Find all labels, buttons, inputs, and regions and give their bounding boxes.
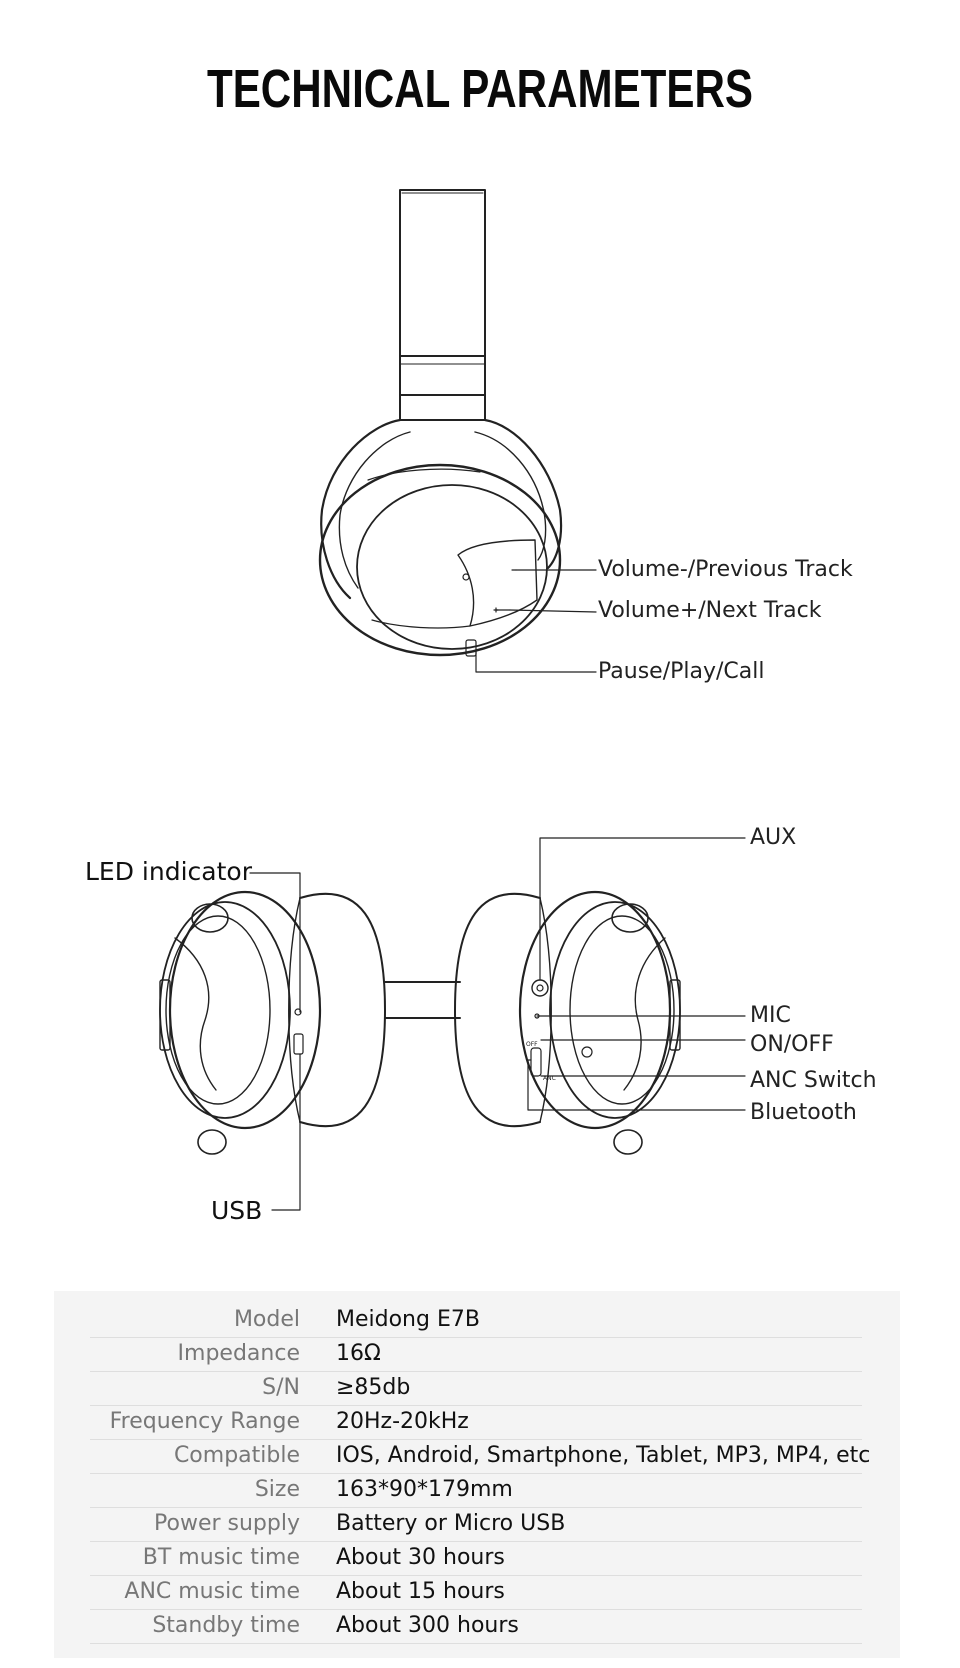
spec-label: Frequency Range bbox=[109, 1409, 300, 1434]
callout-volume-minus: Volume-/Previous Track bbox=[598, 557, 853, 582]
callout-led-indicator: LED indicator bbox=[85, 857, 252, 886]
headphone-side-view bbox=[318, 189, 597, 673]
callout-mic: MIC bbox=[750, 1003, 791, 1028]
callout-bluetooth: Bluetooth bbox=[750, 1100, 857, 1125]
spec-row-anc-time: ANC music time About 15 hours bbox=[90, 1575, 862, 1610]
spec-row-bt-time: BT music time About 30 hours bbox=[90, 1541, 862, 1576]
spec-value: 20Hz-20kHz bbox=[336, 1409, 469, 1434]
spec-value: ≥85db bbox=[336, 1375, 411, 1400]
spec-table: Model Meidong E7B Impedance 16Ω S/N ≥85d… bbox=[54, 1291, 900, 1658]
spec-row-power: Power supply Battery or Micro USB bbox=[90, 1507, 862, 1542]
spec-value: About 15 hours bbox=[336, 1579, 505, 1604]
callout-aux: AUX bbox=[750, 825, 797, 850]
headphone-diagram: OFF ANC bbox=[159, 189, 746, 1211]
spec-label: Size bbox=[254, 1477, 300, 1502]
headphone-front-view bbox=[159, 837, 746, 1211]
spec-row-impedance: Impedance 16Ω bbox=[90, 1337, 862, 1372]
callout-usb: USB bbox=[211, 1196, 263, 1225]
spec-label: Impedance bbox=[177, 1341, 300, 1366]
spec-value: Battery or Micro USB bbox=[336, 1511, 566, 1536]
page-title: TECHNICAL PARAMETERS bbox=[206, 59, 754, 119]
spec-row-model: Model Meidong E7B bbox=[90, 1303, 862, 1338]
switch-off-mark: OFF bbox=[526, 1041, 538, 1048]
spec-value: 16Ω bbox=[336, 1341, 381, 1366]
spec-row-standby: Standby time About 300 hours bbox=[90, 1609, 862, 1644]
spec-label: Compatible bbox=[173, 1443, 300, 1468]
switch-anc-mark: ANC bbox=[543, 1075, 556, 1082]
spec-row-frequency: Frequency Range 20Hz-20kHz bbox=[90, 1405, 862, 1440]
spec-value: Meidong E7B bbox=[336, 1307, 480, 1332]
callout-pause-play: Pause/Play/Call bbox=[598, 659, 765, 684]
callout-on-off: ON/OFF bbox=[750, 1032, 834, 1057]
spec-row-size: Size 163*90*179mm bbox=[90, 1473, 862, 1508]
spec-value: About 300 hours bbox=[336, 1613, 519, 1638]
spec-row-compatible: Compatible IOS, Android, Smartphone, Tab… bbox=[90, 1439, 870, 1474]
callout-anc-switch: ANC Switch bbox=[750, 1068, 877, 1093]
spec-value: IOS, Android, Smartphone, Tablet, MP3, M… bbox=[336, 1443, 871, 1468]
spec-label: ANC music time bbox=[124, 1579, 300, 1604]
spec-label: S/N bbox=[262, 1375, 300, 1400]
spec-value: 163*90*179mm bbox=[336, 1477, 513, 1502]
spec-label: Power supply bbox=[154, 1511, 300, 1536]
spec-label: Standby time bbox=[152, 1613, 300, 1638]
spec-label: BT music time bbox=[142, 1545, 300, 1570]
spec-label: Model bbox=[233, 1307, 300, 1332]
spec-row-sn: S/N ≥85db bbox=[90, 1371, 862, 1406]
callout-volume-plus: Volume+/Next Track bbox=[598, 598, 822, 623]
spec-value: About 30 hours bbox=[336, 1545, 505, 1570]
